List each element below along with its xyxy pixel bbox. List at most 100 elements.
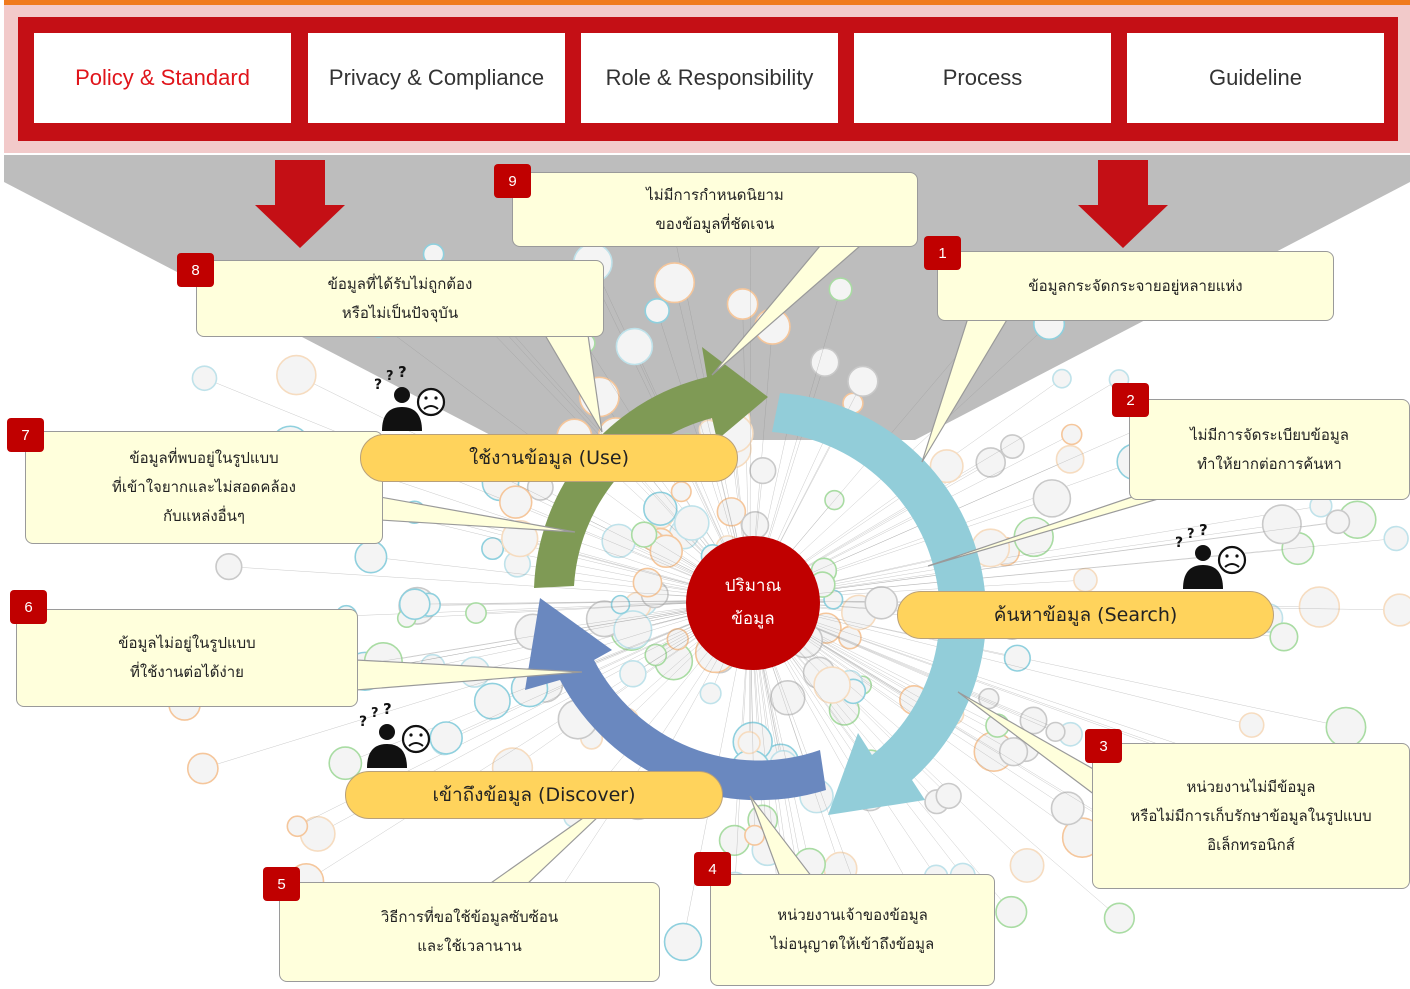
network-node bbox=[354, 540, 388, 574]
svg-text:?: ? bbox=[1175, 535, 1183, 551]
network-edge bbox=[749, 519, 1358, 601]
network-edge bbox=[749, 538, 1397, 601]
callout-1: ข้อมูลกระจัดกระจายอยู่หลายแห่ง bbox=[937, 251, 1334, 321]
tab-role-responsibility[interactable]: Role & Responsibility bbox=[581, 33, 838, 123]
svg-text:?: ? bbox=[398, 363, 407, 381]
left-down-arrow bbox=[255, 160, 345, 248]
network-node bbox=[186, 752, 219, 785]
network-edge bbox=[202, 599, 751, 769]
callout-5: วิธีการที่ขอใช้ข้อมูลซับซ้อน และใช้เวลาน… bbox=[279, 882, 660, 982]
network-edge bbox=[306, 599, 751, 882]
network-node bbox=[1269, 622, 1299, 652]
network-node bbox=[824, 489, 845, 511]
network-node bbox=[935, 782, 962, 810]
network-node bbox=[670, 481, 692, 503]
discover-cycle-arrow bbox=[525, 598, 826, 801]
network-node bbox=[718, 824, 751, 857]
badge-8: 8 bbox=[177, 253, 214, 287]
callout-8-text: ข้อมูลที่ได้รับไม่ถูกต้อง หรือไม่เป็นปัจ… bbox=[327, 274, 473, 322]
network-edge bbox=[296, 374, 751, 601]
svg-text:?: ? bbox=[383, 700, 392, 718]
callout-3: หน่วยงานไม่มีข้อมูล หรือไม่มีการเก็บรักษ… bbox=[1092, 743, 1410, 889]
network-node bbox=[286, 815, 309, 838]
network-node bbox=[1383, 593, 1410, 627]
network-edge bbox=[749, 599, 1120, 919]
network-node bbox=[726, 288, 759, 320]
right-down-arrow bbox=[1078, 160, 1168, 248]
network-node bbox=[1383, 525, 1409, 552]
network-node bbox=[769, 679, 806, 716]
stage-search: ค้นหาข้อมูล (Search) bbox=[897, 591, 1274, 639]
callout-2-text: ไม่มีการจัดระเบียบข้อมูล ทำให้ยากต่อการค… bbox=[1190, 425, 1349, 473]
network-node bbox=[1325, 706, 1367, 748]
confused-user-icon: ??? bbox=[359, 700, 431, 768]
network-node bbox=[813, 666, 851, 704]
network-node bbox=[499, 485, 533, 519]
badge-1: 1 bbox=[924, 236, 961, 270]
network-node bbox=[975, 447, 1006, 478]
confused-user-icon: ??? bbox=[374, 363, 446, 431]
callout-1-text: ข้อมูลกระจัดกระจายอยู่หลายแห่ง bbox=[1028, 276, 1243, 295]
network-node bbox=[995, 895, 1028, 929]
network-node bbox=[632, 567, 663, 598]
network-node bbox=[810, 347, 840, 377]
callout-4: หน่วยงานเจ้าของข้อมูล ไม่อนุญาตให้เข้าถึ… bbox=[710, 874, 995, 986]
svg-text:?: ? bbox=[359, 714, 367, 730]
svg-text:?: ? bbox=[386, 369, 394, 384]
network-node bbox=[978, 687, 1000, 710]
network-node bbox=[1073, 567, 1098, 593]
network-node bbox=[864, 585, 899, 620]
badge-5: 5 bbox=[263, 867, 300, 901]
callout-2: ไม่มีการจัดระเบียบข้อมูล ทำให้ยากต่อการค… bbox=[1129, 399, 1410, 500]
tab-privacy-compliance[interactable]: Privacy & Compliance bbox=[308, 33, 565, 123]
network-node bbox=[666, 627, 689, 651]
svg-text:?: ? bbox=[371, 706, 379, 721]
network-node bbox=[663, 922, 703, 962]
network-node bbox=[749, 457, 777, 485]
network-node bbox=[737, 731, 761, 755]
network-node bbox=[699, 682, 722, 705]
network-node bbox=[828, 277, 853, 302]
network-edge bbox=[228, 566, 751, 601]
tab-process[interactable]: Process bbox=[854, 33, 1111, 123]
badge-6: 6 bbox=[10, 590, 47, 624]
network-edge bbox=[749, 505, 1321, 601]
tab-bar-top-border bbox=[4, 0, 1410, 5]
network-node bbox=[481, 537, 505, 561]
svg-text:?: ? bbox=[1199, 521, 1208, 539]
network-node bbox=[1055, 444, 1085, 474]
badge-4: 4 bbox=[694, 852, 731, 886]
network-node bbox=[610, 594, 631, 615]
network-node bbox=[644, 643, 668, 667]
network-node bbox=[653, 262, 696, 304]
network-node bbox=[1009, 847, 1045, 883]
data-volume-circle: ปริมาณ ข้อมูล bbox=[686, 536, 820, 670]
network-node bbox=[1052, 368, 1072, 389]
network-node bbox=[673, 505, 710, 541]
tab-guideline[interactable]: Guideline bbox=[1127, 33, 1384, 123]
network-node bbox=[998, 737, 1029, 767]
callout-5-text: วิธีการที่ขอใช้ข้อมูลซับซ้อน และใช้เวลาน… bbox=[380, 908, 559, 955]
network-node bbox=[191, 365, 218, 392]
callout-9: ไม่มีการกำหนดนิยาม ของข้อมูลที่ชัดเจน bbox=[512, 172, 918, 247]
tab-policy-standard[interactable]: Policy & Standard bbox=[34, 33, 291, 123]
network-node bbox=[1261, 504, 1302, 545]
stage-discover: เข้าถึงข้อมูล (Discover) bbox=[345, 771, 723, 819]
confused-user-icons: ????????? bbox=[359, 363, 1247, 768]
network-node bbox=[1325, 509, 1351, 535]
callout-9-text: ไม่มีการกำหนดนิยาม ของข้อมูลที่ชัดเจน bbox=[646, 185, 784, 233]
network-node bbox=[473, 682, 511, 720]
network-node bbox=[619, 660, 647, 688]
network-node bbox=[740, 511, 770, 540]
network-node bbox=[398, 588, 431, 621]
badge-2: 2 bbox=[1112, 383, 1149, 417]
callout-7-text: ข้อมูลที่พบอยู่ในรูปแบบ ที่เข้าใจยากและไ… bbox=[112, 449, 296, 525]
network-node bbox=[644, 298, 670, 324]
callout-8: ข้อมูลที่ได้รับไม่ถูกต้อง หรือไม่เป็นปัจ… bbox=[196, 260, 604, 337]
network-edge bbox=[749, 521, 1338, 601]
network-node bbox=[1238, 712, 1265, 738]
network-node bbox=[630, 521, 658, 548]
network-node bbox=[929, 449, 964, 484]
network-node bbox=[1045, 721, 1066, 742]
